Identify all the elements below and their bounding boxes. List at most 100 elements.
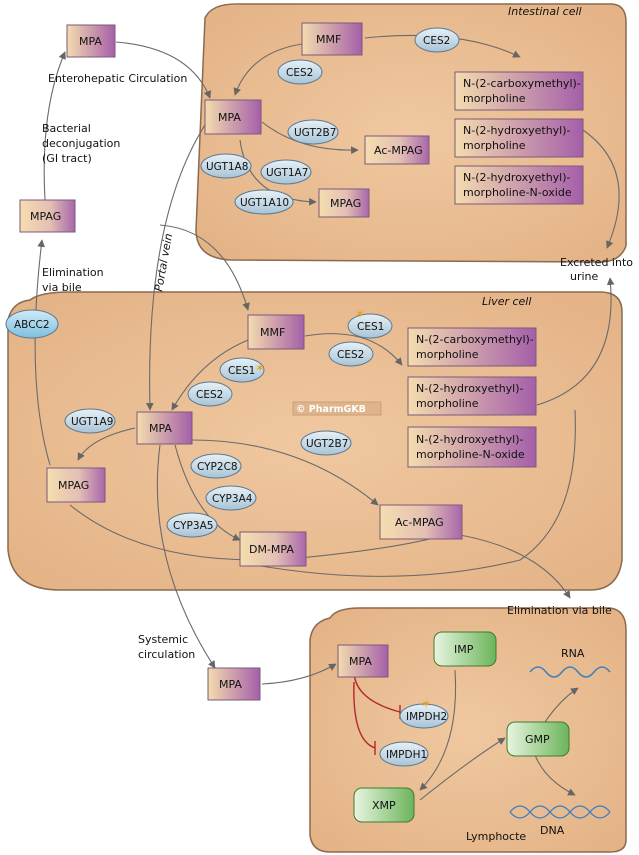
arrow-mpa-mpag-liv	[77, 427, 136, 461]
arrow-gmp-rna	[544, 687, 579, 723]
star-icon: ✶	[255, 361, 265, 375]
watermark: © PharmGKB	[296, 404, 366, 415]
enzyme-ces2-int-b-label: CES2	[423, 35, 450, 47]
label-excreted-2: urine	[570, 270, 599, 283]
enzyme-abcc2	[5, 309, 59, 339]
compound-mpag-left	[19, 199, 76, 233]
metabolite-int-1-line2: morpholine	[463, 92, 526, 105]
arrow-bile-left	[34, 239, 51, 466]
label-bacterial-3: (GI tract)	[42, 152, 92, 165]
compound-acmpag-int	[364, 135, 430, 165]
compound-mpa-liv	[136, 411, 193, 445]
compound-mmf-int	[301, 22, 363, 56]
arrow-sys-lym	[261, 663, 337, 685]
arrow-acmpag-bile	[459, 534, 571, 599]
compound-gmp-label: GMP	[525, 733, 550, 746]
metabolite-liv-2-line2: morpholine	[416, 397, 479, 410]
arrow-mpa-acmpag-liv	[191, 439, 379, 506]
metabolite-liv-3-line1: N-(2-hydroxyethyl)-	[416, 433, 524, 446]
enzyme-ugt1a7-label: UGT1A7	[266, 167, 308, 179]
arrow-portal-mpa	[145, 124, 206, 411]
enzyme-ces2-int-a-label: CES2	[286, 67, 313, 79]
metabolite-liv-1-line1: N-(2-carboxymethyl)-	[416, 333, 534, 346]
arrow-liv-urine	[536, 277, 615, 406]
compound-mpa-sys	[207, 667, 261, 701]
compound-gmp	[506, 721, 570, 757]
label-bacterial-1: Bacterial	[42, 122, 91, 135]
dna-helix	[509, 805, 611, 819]
compound-mpa-top	[66, 24, 116, 58]
metabolite-liv-3-line2: morpholine-N-oxide	[416, 448, 525, 461]
enzyme-ugt1a10-label: UGT1A10	[240, 197, 289, 209]
compound-mpag-int	[318, 188, 370, 218]
enzyme-ugt1a10	[234, 189, 294, 215]
enzyme-ugt1a7	[260, 159, 312, 185]
compound-mpag-int-label: MPAG	[330, 197, 361, 210]
enzyme-ugt1a9	[64, 408, 116, 434]
label-elim-bile-right: Elimination via bile	[507, 604, 612, 617]
enzyme-ces2-int-a	[277, 59, 323, 85]
metabolite-int-2-line1: N-(2-hydroxyethyl)-	[463, 124, 571, 137]
enzyme-cyp3a5-label: CYP3A5	[173, 520, 213, 532]
compound-mpa-lym	[337, 644, 389, 678]
metabolite-liv-3	[407, 426, 537, 468]
enzyme-ces2-liv-a	[328, 341, 374, 367]
arrow-imp-xmp	[419, 669, 457, 791]
arrow-mpa-mpag-int	[239, 139, 317, 206]
arrow-mpa-dmmpa	[174, 444, 241, 541]
arrow-mmf-morph-liv	[304, 333, 403, 366]
compound-mpa-top-label: MPA	[79, 35, 102, 48]
curve-dmmpa-urine	[254, 409, 576, 577]
arrow-mpa-acmpag-int	[261, 121, 359, 155]
enzyme-ces2-liv-a-label: CES2	[337, 349, 364, 361]
metabolite-liv-2-line1: N-(2-hydroxyethyl)-	[416, 382, 524, 395]
metabolite-int-2	[454, 118, 584, 158]
enzyme-ugt1a8-label: UGT1A8	[206, 161, 248, 173]
compound-acmpag-liv	[379, 504, 463, 540]
enzyme-impdh2	[399, 703, 449, 729]
enzyme-ces1-liv-b-label: CES1	[228, 365, 255, 377]
arrow-mmf-mpa-liv	[171, 339, 249, 411]
rna-wave	[529, 666, 611, 678]
metabolite-int-1	[454, 71, 584, 111]
enzyme-impdh2-label: IMPDH2	[406, 711, 447, 723]
compound-mpa-int	[204, 99, 262, 135]
enzyme-cyp2c8-label: CYP2C8	[197, 461, 238, 473]
star-icon: ✶	[421, 697, 431, 711]
enzyme-ces1-liv-a-label: CES1	[357, 321, 384, 333]
arrow-gmp-dna	[534, 754, 576, 796]
arrow-mpa-to-int-mpa	[115, 41, 211, 99]
label-portal-vein: Portal vein	[152, 232, 175, 292]
compound-dmmpa-liv	[239, 531, 307, 567]
compound-mpag-liv	[46, 467, 106, 503]
arrow-portal-mmf	[159, 224, 250, 311]
compound-mpa-sys-label: MPA	[219, 678, 242, 691]
compound-mmf-liv-label: MMF	[260, 326, 285, 339]
arrow-int-urine	[582, 129, 620, 249]
compound-mpa-lym-label: MPA	[349, 655, 372, 668]
label-rna: RNA	[561, 647, 585, 660]
enzyme-impdh1-label: IMPDH1	[386, 749, 427, 761]
metabolite-int-3	[454, 165, 584, 205]
metabolite-liv-1-line2: morpholine	[416, 348, 479, 361]
enzyme-ugt2b7-int	[287, 119, 339, 145]
label-enterohepatic: Enterohepatic Circulation	[48, 72, 187, 85]
enzyme-cyp3a4-label: CYP3A4	[212, 493, 253, 505]
compound-xmp-label: XMP	[372, 799, 396, 812]
compound-acmpag-liv-label: Ac-MPAG	[395, 516, 444, 529]
inhibit-impdh1	[353, 681, 376, 749]
enzyme-abcc2-label: ABCC2	[14, 319, 50, 331]
compound-mpag-liv-label: MPAG	[58, 479, 89, 492]
compound-imp-label: IMP	[454, 643, 474, 656]
lymphocyte-cell-label: Lymphocte	[466, 830, 526, 843]
arrow-systemic	[156, 444, 216, 669]
watermark-box	[292, 401, 382, 416]
enzyme-ugt2b7-liv	[300, 430, 352, 456]
compound-mmf-liv	[247, 314, 305, 350]
metabolite-int-2-line2: morpholine	[463, 139, 526, 152]
label-elim-bile-1: Elimination	[42, 266, 104, 279]
enzyme-ugt2b7-int-label: UGT2B7	[294, 127, 336, 139]
label-excreted-1: Excreted into	[560, 256, 633, 269]
enzyme-ugt2b7-liv-label: UGT2B7	[306, 438, 348, 450]
